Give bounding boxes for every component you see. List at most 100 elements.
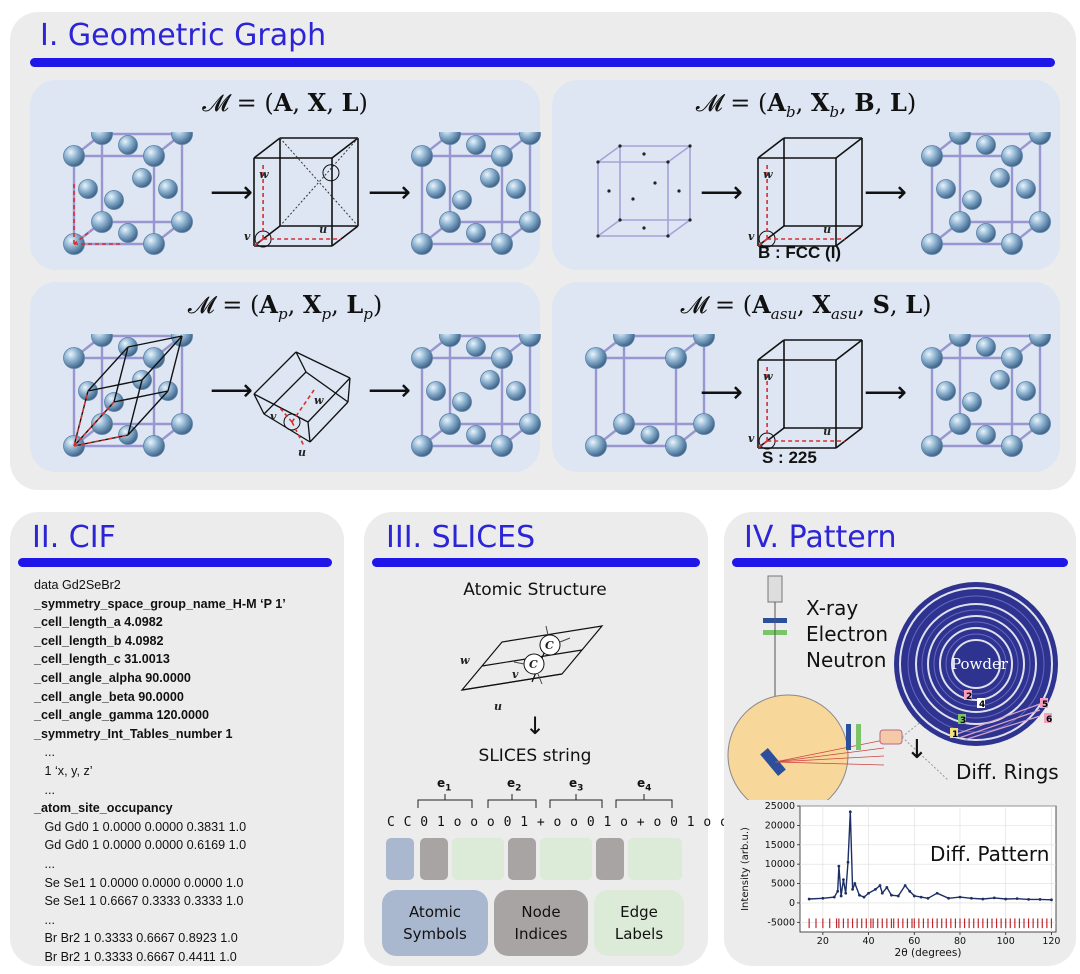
x-tick-label: 40 [863, 936, 875, 947]
primitive-cell-vectors: wvu [253, 351, 351, 457]
diffraction-point [1050, 898, 1053, 902]
ring-number-4: 4 [979, 700, 985, 710]
diffraction-point [908, 889, 912, 893]
cif-line: _cell_length_b 4.0982 [34, 633, 164, 648]
edge-label-e2: e2 [507, 776, 521, 793]
cif-line: Gd Gd0 1 0.0000 0.0000 0.3831 1.0 [34, 819, 247, 834]
diffraction-point [862, 895, 866, 899]
powder-label: Powder [951, 655, 1009, 673]
vector-v-label: v [244, 230, 251, 243]
vector-w-label: w [460, 654, 470, 667]
cif-line: Se Se1 1 0.0000 0.0000 0.0000 1.0 [34, 875, 244, 890]
vector-u-label: u [823, 425, 831, 438]
arrow-right: ⟶ [368, 175, 412, 210]
diffraction-point [867, 891, 870, 895]
cif-line: _cell_angle_alpha 90.0000 [34, 670, 191, 685]
formula-bravais: 𝓜 = (Ab, Xb, B, L) [695, 88, 917, 121]
tile-node-index [420, 838, 448, 880]
vector-w-label: w [763, 168, 773, 181]
tile-edge-label [540, 838, 592, 880]
diffraction-point [912, 894, 916, 898]
cif-line: ... [34, 745, 55, 760]
diffraction-point [842, 878, 845, 882]
legend-edge-labels: Edge Labels [594, 890, 684, 956]
vector-v-label: v [748, 432, 755, 445]
y-tick-label: -5000 [767, 917, 795, 928]
edge-label-e3: e3 [569, 776, 583, 793]
y-tick-label: 5000 [771, 879, 795, 890]
vector-w-label: w [314, 394, 324, 407]
x-tick-label: 60 [908, 936, 920, 947]
slices-code-string: C C 0 1 o o o 0 1 + o o 0 1 o + o 0 1 o … [387, 815, 746, 830]
diffraction-point [947, 896, 950, 900]
diffraction-point [836, 889, 840, 893]
arrow-right: ⟶ [210, 175, 254, 210]
crystal-fcc-output [921, 132, 1051, 255]
cif-line: _cell_length_c 31.0013 [34, 652, 170, 667]
tile-edge-label [452, 838, 504, 880]
vector-v-label: v [512, 668, 519, 681]
space-group-caption: S : 225 [762, 448, 817, 467]
diffraction-point [848, 810, 852, 814]
geometric-graph-title-underline [30, 58, 1055, 67]
crystal-fcc-output [411, 132, 541, 255]
arrow-right: ⟶ [700, 375, 744, 410]
arrow-right: ⟶ [864, 175, 908, 210]
slices-title-underline [372, 558, 700, 567]
vector-v-label: v [748, 230, 755, 243]
diffraction-point [992, 896, 996, 900]
cif-panel [10, 512, 344, 966]
y-tick-label: 25000 [765, 801, 795, 812]
cif-line: _cell_length_a 4.0982 [34, 615, 163, 630]
diffraction-point [890, 893, 893, 897]
cif-line: data Gd2SeBr2 [34, 578, 121, 592]
diffraction-point [837, 864, 841, 868]
edge-label-letter: e [507, 776, 516, 790]
vector-w-label: w [763, 370, 773, 383]
crystal-fcc-input [63, 132, 193, 255]
vector-u-label: u [823, 223, 831, 236]
diffraction-point [846, 860, 850, 864]
edge-label-index: 2 [515, 783, 522, 794]
diffraction-point [853, 882, 857, 885]
vector-w-label: w [259, 168, 269, 181]
ring-number-6: 6 [1046, 715, 1052, 725]
formula-standard: 𝓜 = (A, X, L) [202, 88, 368, 117]
x-tick-label: 100 [997, 936, 1015, 947]
pattern-down-arrow: ↓ [906, 735, 928, 765]
diffraction-point [981, 897, 985, 901]
diffraction-point [903, 884, 907, 887]
crystal-asu-input [585, 334, 715, 457]
y-tick-label: 20000 [765, 820, 795, 831]
cif-line: Se Se1 1 0.6667 0.3333 0.3333 1.0 [34, 894, 244, 909]
ring-number-3: 3 [960, 716, 966, 726]
diffraction-point [844, 891, 848, 895]
geometric-graph-title: I. Geometric Graph [40, 18, 327, 53]
tile-node-index [596, 838, 624, 880]
slices-title: III. SLICES [386, 520, 536, 555]
arrow-right: ⟶ [368, 373, 412, 408]
diffraction-point [858, 893, 861, 897]
formula-primitive: 𝓜 = (Ap, Xp, Lp) [187, 290, 383, 323]
unit-cell-vectors: w v u [748, 339, 863, 450]
edge-label-e4: e4 [637, 776, 651, 793]
x-tick-label: 20 [817, 936, 829, 947]
diffraction-point [1015, 897, 1019, 901]
vector-u-label: u [494, 700, 502, 712]
unit-cell-vectors: wvu [244, 137, 359, 248]
cif-line: _cell_angle_gamma 120.0000 [34, 708, 210, 723]
formula-asu: 𝓜 = (Aasu, Xasu, S, L) [680, 290, 932, 323]
source-x-ray: X-ray [806, 596, 859, 620]
edge-label-index: 3 [577, 783, 584, 794]
cif-text-block: data Gd2SeBr2_symmetry_space_group_name_… [34, 576, 334, 966]
tile-edge-label [628, 838, 682, 880]
cif-line: Br Br2 1 0.3333 0.6667 0.4411 1.0 [34, 949, 237, 964]
tile-atomic-symbol [386, 838, 414, 880]
diffraction-point [958, 895, 962, 899]
edge-braces [417, 794, 673, 808]
diffraction-point [807, 897, 811, 901]
cif-line: Br Br2 1 0.3333 0.6667 0.8923 1.0 [34, 931, 238, 946]
diffraction-point [880, 891, 884, 895]
